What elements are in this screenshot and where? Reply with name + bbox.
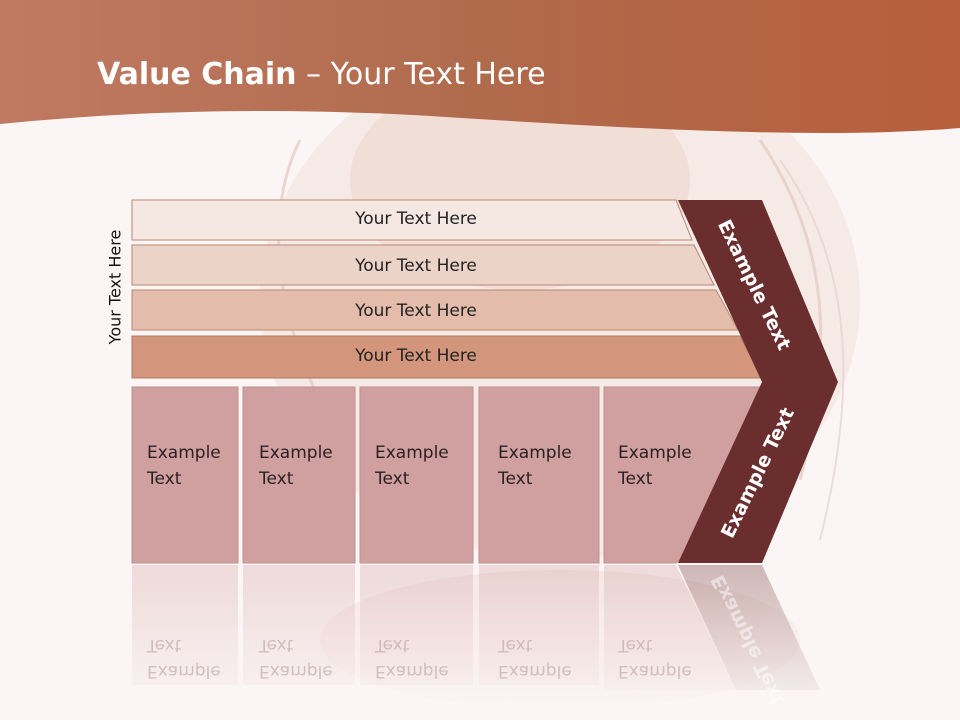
column-box-4 (478, 386, 600, 564)
row-label-4: Your Text Here (355, 346, 477, 366)
row-bar-1 (131, 199, 693, 241)
header-band (0, 0, 960, 133)
row-label-1: Your Text Here (355, 209, 477, 229)
row-label-3: Your Text Here (355, 301, 477, 321)
row-bar-2 (131, 244, 715, 286)
row-label-2: Your Text Here (355, 256, 477, 276)
title-bold-part: Value Chain (97, 57, 297, 92)
title-rest-part: – Your Text Here (296, 57, 546, 92)
value-chain-chevron (678, 200, 838, 563)
column-box-3 (359, 386, 474, 564)
side-axis-label: Your Text Here (105, 229, 125, 345)
slide-title: Value Chain – Your Text Here (97, 55, 546, 95)
